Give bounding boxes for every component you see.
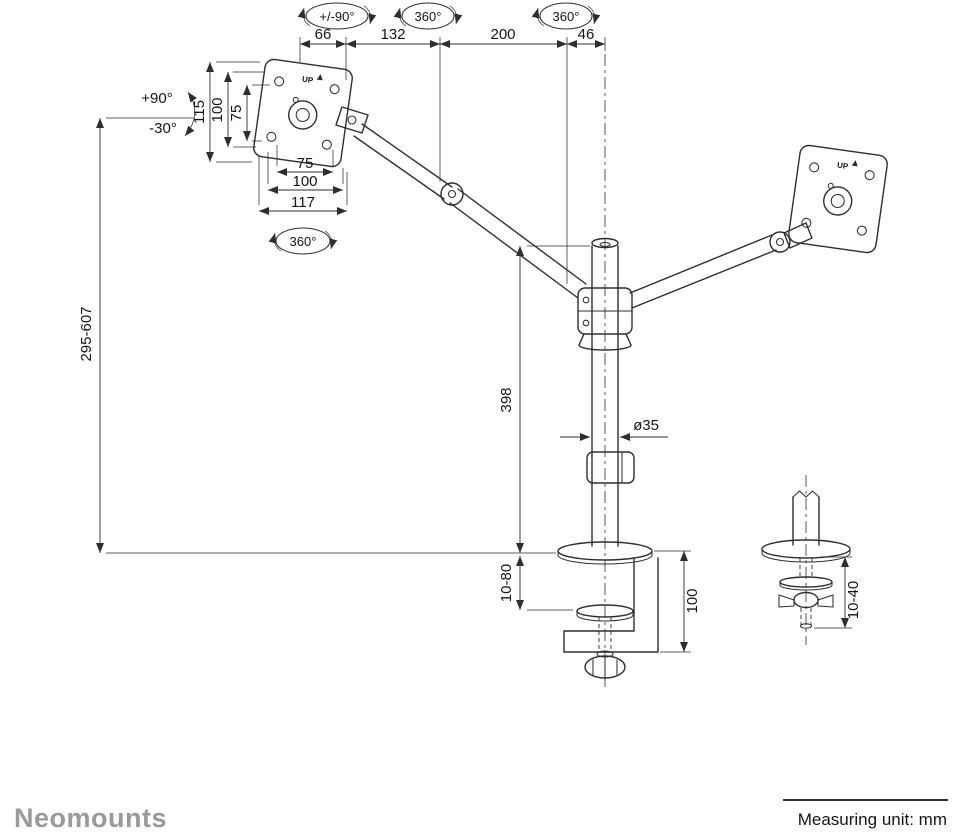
wing-nut-wing — [817, 594, 834, 608]
pole-cap — [591, 237, 619, 249]
rotation-arrow-icon — [393, 7, 407, 27]
rotation-arrow-icon — [587, 5, 601, 25]
clamp-range-dimension: 10-80 — [498, 556, 573, 611]
vesa-hole-icon — [809, 162, 820, 173]
label-tilt-up: +90° — [141, 90, 172, 107]
wing-nut-wing — [778, 594, 795, 608]
screw-hole-icon — [827, 182, 834, 189]
brand-wordmark: Neomounts — [14, 803, 167, 833]
pole-diameter-dimension: ø35 — [560, 417, 668, 441]
desk-clamp — [557, 541, 659, 679]
vesa-hole-icon — [321, 139, 332, 150]
vesa-hole-icon — [329, 84, 340, 95]
grommet-detail — [761, 475, 851, 645]
rotation-arrow-icon — [449, 5, 463, 25]
wing-nut — [793, 591, 819, 609]
label-up-right: UP — [837, 161, 850, 172]
badge-plate-swivel: 360° — [290, 234, 317, 249]
ball-joint-center — [830, 193, 845, 209]
swivel-badge-outline — [401, 2, 455, 30]
footer: Neomounts Measuring unit: mm — [14, 799, 948, 833]
label-up-left: UP — [302, 75, 315, 86]
cable-clip — [586, 451, 635, 484]
ball-joint-outline — [823, 186, 853, 216]
rotation-arrow-icon — [268, 232, 282, 252]
dim-75-vesa-v: 75 — [228, 105, 245, 122]
up-arrow-icon — [851, 160, 858, 167]
right-arm — [629, 222, 813, 309]
ball-joint-outline — [288, 100, 318, 130]
dim-clamp-height: 100 — [684, 588, 701, 613]
rotation-arrow-icon — [363, 5, 377, 25]
dim-100-vesa-v: 100 — [209, 97, 226, 122]
dim-height-range: 295-607 — [78, 306, 95, 361]
dim-46: 46 — [578, 26, 595, 43]
tilt-annotation: +90° -30° — [141, 90, 197, 137]
vesa-hole-icon — [274, 76, 285, 87]
up-arrow-icon — [316, 74, 323, 81]
pole — [586, 237, 635, 547]
vesa-hole-icon — [864, 170, 875, 181]
clamp-bracket — [563, 557, 659, 653]
swivel-badge-outline — [539, 2, 593, 30]
screw-hole-icon — [292, 96, 299, 103]
dim-pole-height: 398 — [498, 387, 515, 412]
measuring-unit-note: Measuring unit: mm — [798, 810, 947, 829]
ball-joint-center — [295, 107, 310, 123]
top-dimension-chain: 66 132 200 46 — [299, 26, 606, 284]
rotation-badges: +/-90° 360° 360° — [297, 2, 601, 30]
rod-tip — [799, 623, 813, 629]
dim-pole-diameter: ø35 — [633, 417, 659, 434]
left-vesa-plate: UP — [253, 58, 353, 168]
clamp-height-dimension: 100 — [654, 550, 701, 653]
vesa-hole-icon — [266, 131, 277, 142]
break-line-icon — [792, 490, 820, 498]
dim-clamp-range: 10-80 — [498, 564, 515, 602]
rotation-arrow-icon — [297, 7, 311, 27]
badge-tilt-range: +/-90° — [319, 9, 354, 24]
dim-132: 132 — [380, 26, 405, 43]
rotation-arrow-icon — [324, 230, 338, 250]
set-screw-icon — [582, 319, 590, 327]
height-dimension: 295-607 — [78, 117, 556, 554]
tilt-badge-outline — [305, 2, 369, 30]
vesa-hole-icon — [801, 217, 812, 228]
badge-swivel-arm: 360° — [415, 9, 442, 24]
left-arm — [335, 106, 587, 299]
dim-bolt-range: 10-40 — [845, 581, 862, 619]
badge-swivel-pole: 360° — [553, 9, 580, 24]
set-screw-icon — [582, 296, 590, 304]
wrist-bracket — [783, 222, 813, 249]
dim-100-vesa-h: 100 — [292, 173, 317, 190]
dim-66: 66 — [315, 26, 332, 43]
dim-200: 200 — [490, 26, 515, 43]
mounting-hub — [577, 287, 633, 351]
tilt-arc-arrow-icon — [184, 91, 197, 137]
bolt-range-dimension: 10-40 — [814, 556, 862, 629]
wrist-joint — [769, 231, 791, 253]
pole-height-dimension: 398 — [498, 245, 590, 553]
label-tilt-down: -30° — [149, 120, 177, 137]
vesa-hole-icon — [856, 225, 867, 236]
wrist-bracket — [335, 106, 369, 134]
right-vesa-plate: UP — [788, 144, 888, 254]
dim-75-vesa-h: 75 — [297, 155, 314, 172]
rotation-arrow-icon — [531, 7, 545, 27]
dim-117: 117 — [291, 194, 315, 211]
